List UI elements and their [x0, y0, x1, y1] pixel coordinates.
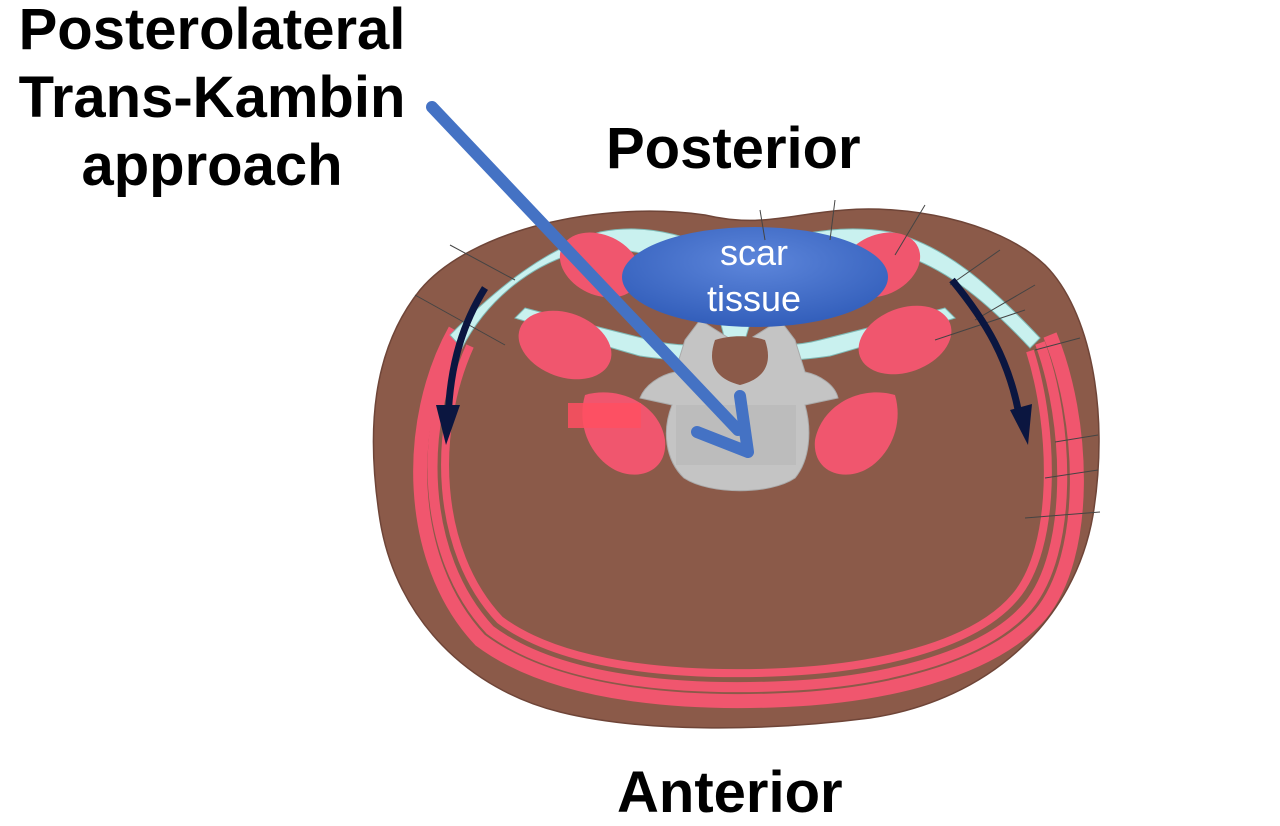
approach-arrowhead — [691, 390, 754, 458]
approach-label: Posterolateral Trans-Kambin approach — [0, 0, 424, 200]
approach-label-line3: approach — [81, 133, 343, 198]
spinal-canal — [711, 336, 769, 385]
right-retraction-arrow — [949, 277, 1024, 421]
left-retraction-arrow — [444, 286, 488, 421]
scar-tissue-label: scar tissue — [684, 230, 824, 322]
scar-label-line1: scar — [719, 232, 788, 273]
approach-label-line1: Posterolateral — [18, 0, 406, 62]
scar-tissue — [622, 227, 888, 327]
scar-label-line2: tissue — [706, 278, 802, 319]
approach-label-line2: Trans-Kambin — [18, 65, 406, 130]
anterior-label: Anterior — [617, 760, 843, 825]
left-retraction-arrowhead — [436, 405, 460, 445]
left-quadratus-muscle — [518, 310, 612, 380]
right-quadratus-muscle — [858, 305, 952, 375]
right-retraction-arrowhead — [1010, 404, 1032, 445]
red-marker — [568, 403, 641, 428]
right-psoas-muscle — [814, 392, 898, 475]
posterior-label: Posterior — [606, 116, 861, 181]
abdominal-wall-middle — [427, 335, 1068, 693]
abdominal-wall-outer — [413, 326, 1084, 709]
left-paraspinal-muscle — [559, 232, 641, 298]
approach-arrow-shaft — [426, 101, 744, 436]
leader-lines — [414, 199, 1101, 519]
abdominal-wall-inner — [441, 344, 1052, 678]
